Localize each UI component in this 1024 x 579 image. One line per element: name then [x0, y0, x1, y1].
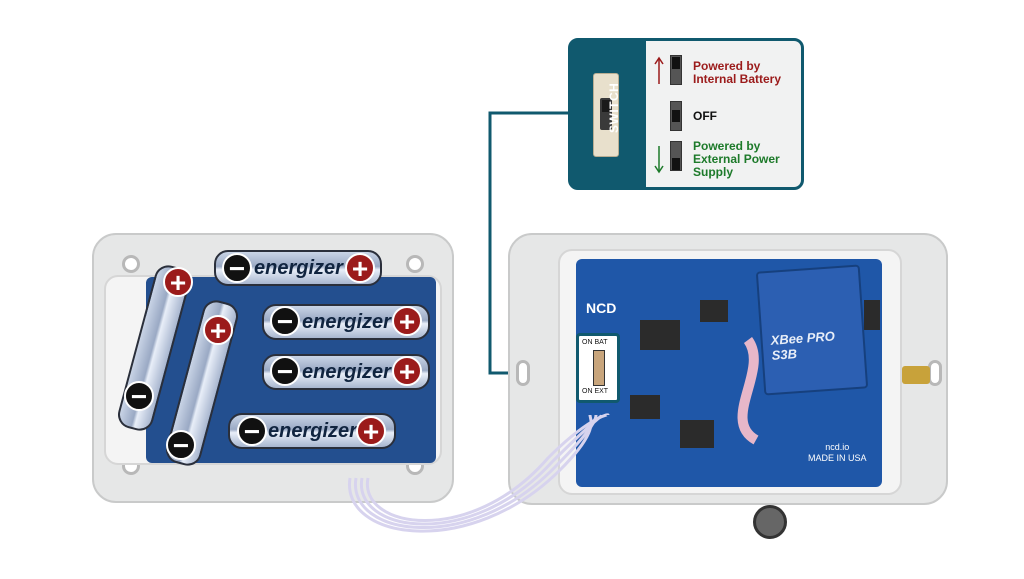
switch-knob: [602, 100, 610, 112]
header-pins: [864, 300, 880, 330]
mount-hole-icon: [122, 255, 140, 273]
option-external-power: Powered by External Power Supply: [693, 139, 780, 179]
switch-body: [593, 350, 605, 386]
switch-slot: [600, 98, 612, 130]
slide-switch-illustration: [593, 73, 619, 157]
negative-terminal-icon: −: [222, 253, 252, 283]
callout-switch-area: SWITCH: [571, 41, 646, 187]
switch-callout: SWITCH Powered by Internal Battery OFF: [568, 38, 804, 190]
up-arrow-icon: [654, 56, 664, 84]
positive-terminal-icon: +: [163, 267, 193, 297]
option-off: OFF: [693, 109, 717, 123]
option-internal-battery: Powered by Internal Battery: [693, 59, 782, 86]
board-footer: ncd.io MADE IN USA: [808, 442, 867, 463]
antenna-connector: [902, 366, 930, 384]
mount-hole-icon: [406, 255, 424, 273]
negative-terminal-icon: −: [237, 416, 267, 446]
mount-hole-icon: [516, 360, 530, 386]
positive-terminal-icon: +: [345, 253, 375, 283]
positive-terminal-icon: +: [203, 315, 233, 345]
positive-terminal-icon: +: [356, 416, 386, 446]
positive-terminal-icon: +: [392, 356, 422, 386]
switch-label-on-bat: ON BAT: [582, 339, 608, 346]
positive-terminal-icon: +: [392, 306, 422, 336]
ic-chip: [630, 395, 660, 419]
switch-up-icon: [670, 55, 682, 85]
switch-middle-icon: [670, 101, 682, 131]
negative-terminal-icon: −: [270, 306, 300, 336]
negative-terminal-icon: −: [166, 430, 196, 460]
ic-chip: [640, 320, 680, 350]
pink-ribbon: [737, 337, 759, 445]
ic-chip: [680, 420, 714, 448]
negative-terminal-icon: −: [124, 381, 154, 411]
down-arrow-icon: [654, 146, 664, 174]
external-power-connector: [753, 505, 787, 539]
ic-chip: [700, 300, 728, 322]
negative-terminal-icon: −: [270, 356, 300, 386]
switch-down-icon: [670, 141, 682, 171]
switch-label-on-ext: ON EXT: [582, 388, 609, 395]
ncd-logo: NCD: [586, 300, 617, 316]
callout-options: Powered by Internal Battery OFF Powered …: [646, 41, 801, 187]
power-switch-highlight: ON BAT ON EXT: [576, 333, 620, 403]
